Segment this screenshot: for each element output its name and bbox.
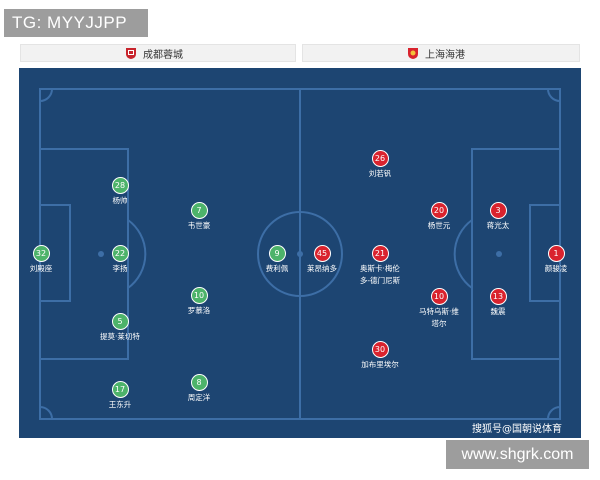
home-player[interactable]: 28 杨帅 [80,177,160,206]
away-player[interactable]: 30 加布里埃尔 [340,341,420,370]
player-number-disc: 17 [111,381,129,398]
home-player[interactable]: 5 提莫·莱切特 [80,313,160,342]
player-name: 莱昂纳多 [307,264,337,273]
away-player[interactable]: 10 马特乌斯·维 塔尔 [399,288,479,329]
source-credit: 搜狐号@国朝说体育 [472,424,562,435]
home-player[interactable]: 10 罗慕洛 [159,287,239,316]
player-number-disc: 22 [111,245,129,262]
player-number-disc: 8 [190,374,208,391]
tg-watermark: TG: MYYJJPP [4,9,148,37]
player-number-disc: 3 [489,202,507,219]
chengdu-rongcheng-badge-icon [125,47,137,59]
away-player[interactable]: 20 杨世元 [399,202,479,231]
home-team-name: 成都蓉城 [143,49,183,61]
away-team-name: 上海海港 [425,49,465,61]
home-player[interactable]: 7 韦世豪 [159,202,239,231]
home-player[interactable]: 22 李扬 [80,245,160,274]
player-number-disc: 10 [190,287,208,304]
player-name-line2: 多-德门尼斯 [359,276,401,285]
player-number-disc: 13 [489,288,507,305]
player-number-disc: 5 [111,313,129,330]
player-name: 李扬 [112,264,128,273]
player-number-disc: 30 [371,341,389,358]
player-number-disc: 1 [547,245,565,262]
player-name: 蒋光太 [486,221,510,230]
home-player[interactable]: 8 周定洋 [159,374,239,403]
player-number-disc: 7 [190,202,208,219]
player-number-disc: 10 [430,288,448,305]
player-number-disc: 28 [111,177,129,194]
player-name: 杨帅 [112,196,128,205]
player-name: 颜骏凌 [544,264,568,273]
away-player[interactable]: 21 奥斯卡·梅伦 多-德门尼斯 [340,245,420,286]
home-team-header: 成都蓉城 [20,44,296,62]
player-number-disc: 9 [268,245,286,262]
player-name: 刘若钒 [368,169,392,178]
player-name: 韦世豪 [187,221,211,230]
away-team-header: 上海海港 [302,44,580,62]
site-watermark: www.shgrk.com [446,440,589,469]
away-player[interactable]: 26 刘若钒 [340,150,420,179]
player-name: 周定洋 [187,393,211,402]
player-name: 罗慕洛 [187,306,211,315]
player-name: 加布里埃尔 [361,360,399,369]
player-name-line2: 塔尔 [431,319,447,328]
player-name: 奥斯卡·梅伦 [360,264,400,273]
player-number-disc: 20 [430,202,448,219]
player-name: 王东升 [108,400,132,409]
away-player[interactable]: 1 颜骏凌 [516,245,596,274]
player-name: 马特乌斯·维 [419,307,459,316]
away-player[interactable]: 3 蒋光太 [458,202,538,231]
player-name: 费利佩 [265,264,289,273]
player-number-disc: 45 [313,245,331,262]
player-name: 杨世元 [427,221,451,230]
away-player[interactable]: 13 魏震 [458,288,538,317]
home-player[interactable]: 17 王东升 [80,381,160,410]
player-number-disc: 32 [32,245,50,262]
player-number-disc: 21 [371,245,389,262]
player-number-disc: 26 [371,150,389,167]
player-name: 刘殿座 [29,264,53,273]
player-name: 提莫·莱切特 [100,332,140,341]
shanghai-port-badge-icon [407,47,419,59]
home-player[interactable]: 32 刘殿座 [1,245,81,274]
away-player[interactable]: 45 莱昂纳多 [282,245,362,274]
home-player[interactable]: 9 费利佩 [237,245,317,274]
player-name: 魏震 [490,307,506,316]
